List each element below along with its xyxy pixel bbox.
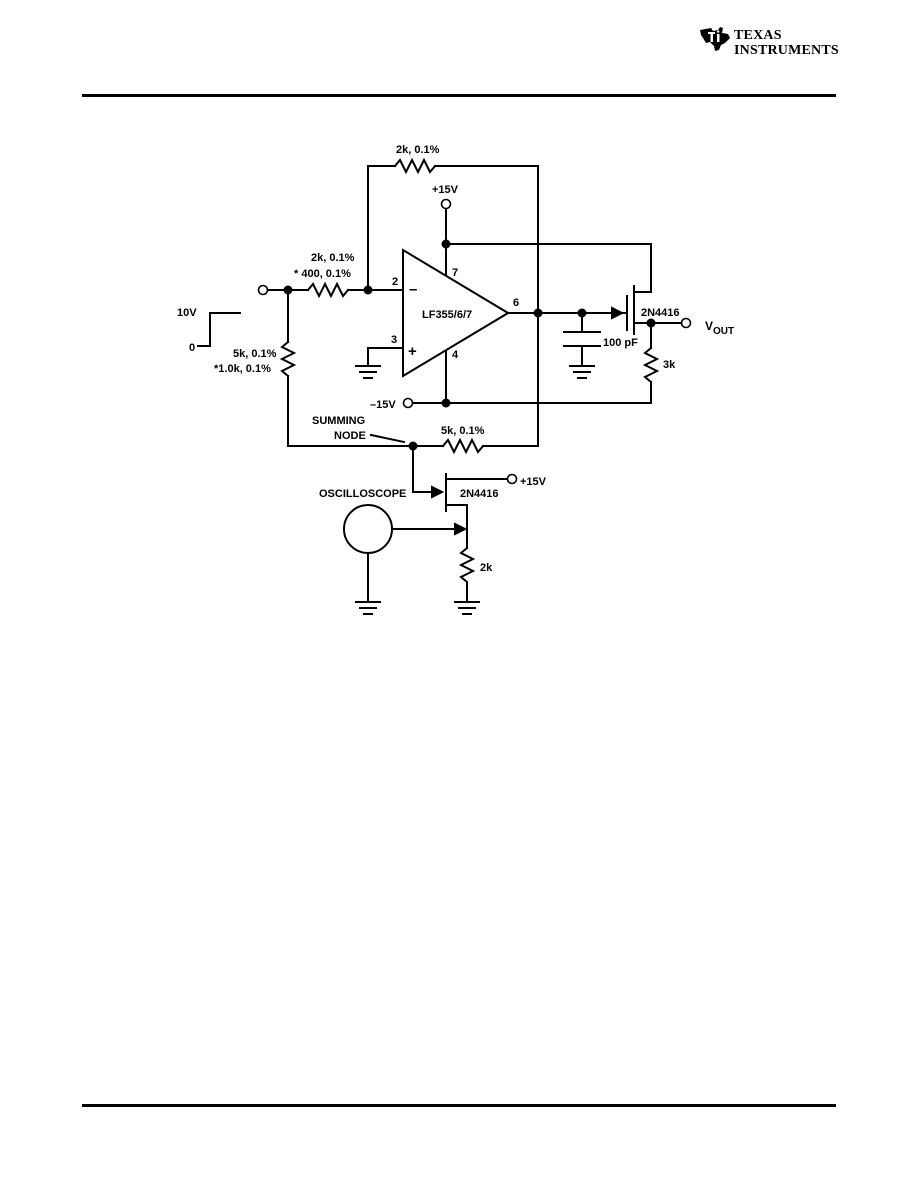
logo-line-2: Instruments [734,43,839,58]
ground-symbol-scope [355,601,381,615]
label-plus: + [408,343,417,360]
feedback-wire [367,165,396,291]
label-r2k-probe: 2k [480,562,493,574]
ground-symbol-opamp [355,365,381,379]
header-rule [82,94,836,97]
label-supply-pos-bottom: +15V [520,476,547,488]
junctions [283,239,656,451]
label-cap: 100 pF [603,337,638,349]
logo-text: Texas Instruments [734,28,839,58]
label-r3k: 3k [663,359,676,371]
resistor-2k-probe [458,546,476,584]
label-pin7: 7 [452,267,458,279]
input-terminal [257,284,269,296]
label-divider-b: *1.0k, 0.1% [214,363,271,375]
label-feedback-resistor: 2k, 0.1% [396,144,440,156]
capacitor-100pf [563,331,601,347]
vout-terminal [680,317,692,329]
opamp-triangle [402,248,510,378]
jfet-gate-arrow [611,306,625,320]
supply-terminal-neg [402,397,414,409]
label-minus: – [409,281,417,298]
label-pin6: 6 [513,297,519,309]
circuit-schematic: 2k, 0.1% +15V 2k, 0.1% * 400, 0.1% 2 – 7… [177,144,734,615]
ti-logo: Texas Instruments [698,26,840,66]
divider-resistor [279,340,297,378]
jfet-probe-gate-arrow [431,485,445,499]
resistor-3k [642,346,660,384]
label-pin4: 4 [452,349,459,361]
label-input-resistor-b: * 400, 0.1% [294,268,351,280]
label-supply-pos-top: +15V [432,184,459,196]
label-vout-sub: OUT [713,326,734,337]
label-input-resistor-a: 2k, 0.1% [311,252,355,264]
label-step-high: 10V [177,307,197,319]
step-waveform [197,312,241,347]
label-step-low: 0 [189,342,195,354]
label-oscilloscope: OSCILLOSCOPE [319,488,406,500]
label-summing-a: SUMMING [312,415,365,427]
label-opamp: LF355/6/7 [422,309,472,321]
sum-resistor [441,437,485,455]
oscilloscope-icon [343,504,393,554]
label-summing-b: NODE [334,430,366,442]
footer-rule [82,1104,836,1107]
label-jfet-probe: 2N4416 [460,488,499,500]
label-sum-resistor: 5k, 0.1% [441,425,485,437]
ground-symbol-probe [454,601,480,615]
label-supply-neg: –15V [370,399,396,411]
ground-symbol-cap [569,365,595,379]
label-pin2: 2 [392,276,398,288]
supply-terminal-pos [440,198,452,210]
label-jfet-output: 2N4416 [641,307,680,319]
label-vout: VOUT [705,319,734,337]
input-resistor [306,281,350,299]
label-vout-v: V [705,319,713,333]
feedback-resistor [393,157,437,175]
logo-line-1: Texas [734,28,782,43]
label-pin3: 3 [391,334,397,346]
label-divider-a: 5k, 0.1% [233,348,277,360]
ti-state-logo-icon [700,27,730,51]
supply-terminal-probe [506,473,518,485]
